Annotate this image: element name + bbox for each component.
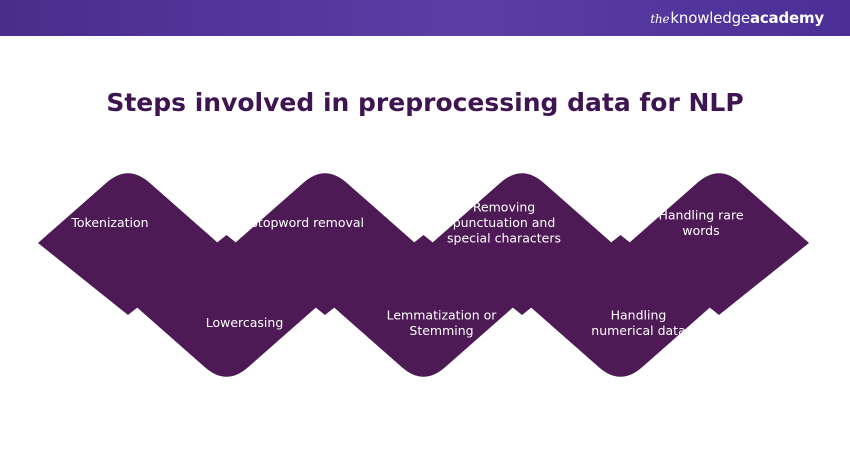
step-shape-body: [629, 173, 809, 315]
step-label: numerical data: [591, 323, 685, 338]
step-shape-1: Tokenization: [38, 173, 218, 315]
step-label: words: [682, 223, 719, 238]
brand-logo[interactable]: theknowledgeacademy: [650, 9, 824, 27]
step-shape-body: [235, 173, 415, 315]
logo-academy: academy: [749, 9, 824, 27]
logo-prefix: the: [650, 12, 670, 26]
logo-knowledge: knowledge: [670, 9, 750, 27]
header-banner: theknowledgeacademy: [0, 0, 850, 36]
step-label: Lemmatization or: [387, 307, 498, 322]
step-label: special characters: [447, 231, 561, 246]
step-label: Removing: [473, 200, 535, 215]
step-label: Stemming: [409, 323, 473, 338]
step-shape-body: [38, 173, 218, 315]
step-label: Lowercasing: [206, 315, 284, 330]
step-shape-body: [136, 235, 317, 377]
step-label: Stopword removal: [250, 215, 364, 230]
step-label: punctuation and: [453, 215, 556, 230]
step-label: Tokenization: [70, 215, 148, 230]
step-shape-3: Stopword removal: [235, 173, 415, 315]
page-title: Steps involved in preprocessing data for…: [106, 88, 744, 117]
step-shape-body: [432, 173, 612, 315]
step-shape-body: [333, 235, 514, 377]
step-shape-body: [530, 235, 711, 377]
step-shape-2: Lowercasing: [136, 235, 317, 377]
step-label: Handling: [611, 307, 667, 322]
step-label: Handling rare: [658, 207, 743, 222]
